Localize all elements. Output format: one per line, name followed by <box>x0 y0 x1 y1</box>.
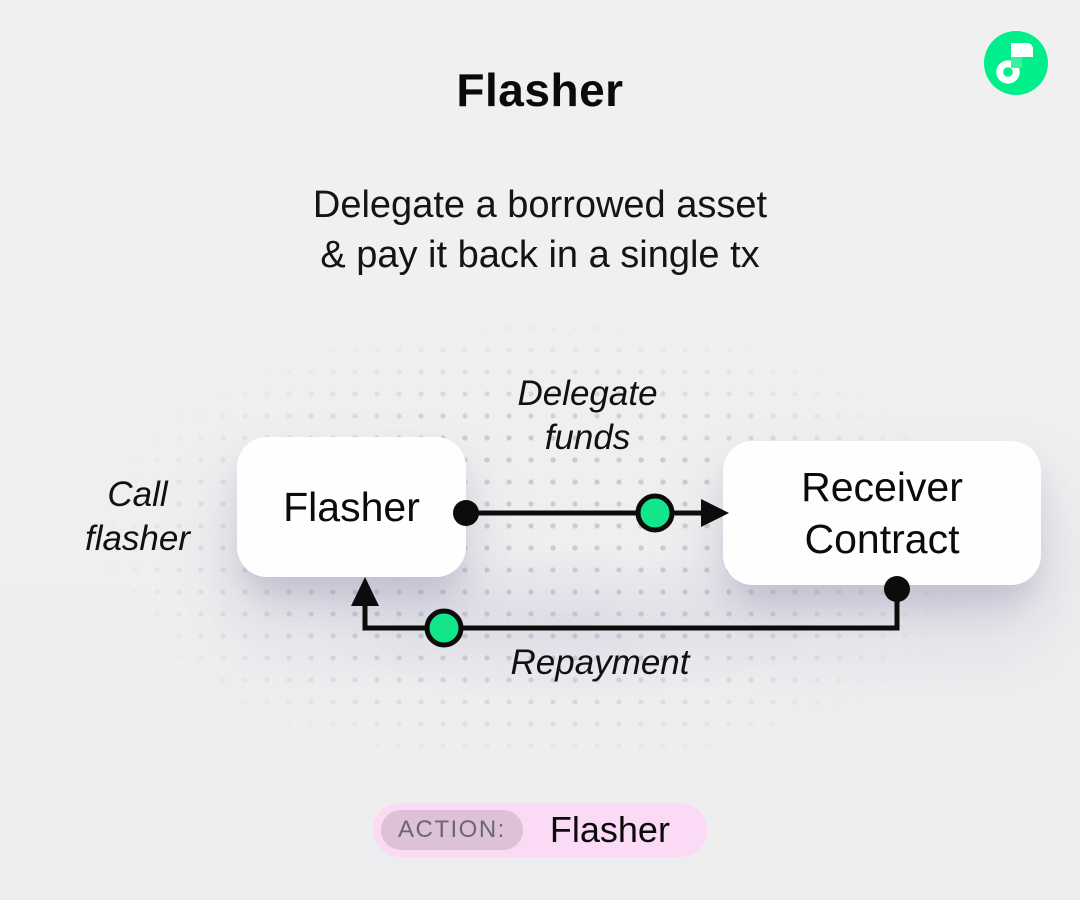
page-title: Flasher <box>456 64 624 116</box>
action-badge: ACTION: <box>381 810 523 850</box>
label-call-line2: flasher <box>84 519 191 558</box>
page-subtitle: Delegate a borrowed asset & pay it back … <box>0 180 1080 280</box>
label-delegate-line2: funds <box>544 418 631 457</box>
label-call-flasher: Call flasher <box>40 473 235 561</box>
label-delegate-line1: Delegate <box>517 374 658 413</box>
subtitle-line-2: & pay it back in a single tx <box>320 234 760 276</box>
node-receiver-label-line1: Receiver <box>801 464 963 510</box>
node-flasher-label: Flasher <box>283 484 420 530</box>
node-receiver-contract: Receiver Contract <box>723 441 1041 585</box>
label-call-line1: Call <box>107 475 168 514</box>
subtitle-line-1: Delegate a borrowed asset <box>312 184 768 226</box>
label-delegate-funds: Delegate funds <box>470 372 705 460</box>
flow-logo-icon <box>984 31 1048 95</box>
action-value: Flasher <box>549 809 670 850</box>
node-flasher: Flasher <box>237 437 466 577</box>
node-receiver-label-line2: Contract <box>804 516 960 562</box>
label-repayment: Repayment <box>510 643 690 682</box>
action-pill: ACTION: Flasher <box>373 803 707 857</box>
